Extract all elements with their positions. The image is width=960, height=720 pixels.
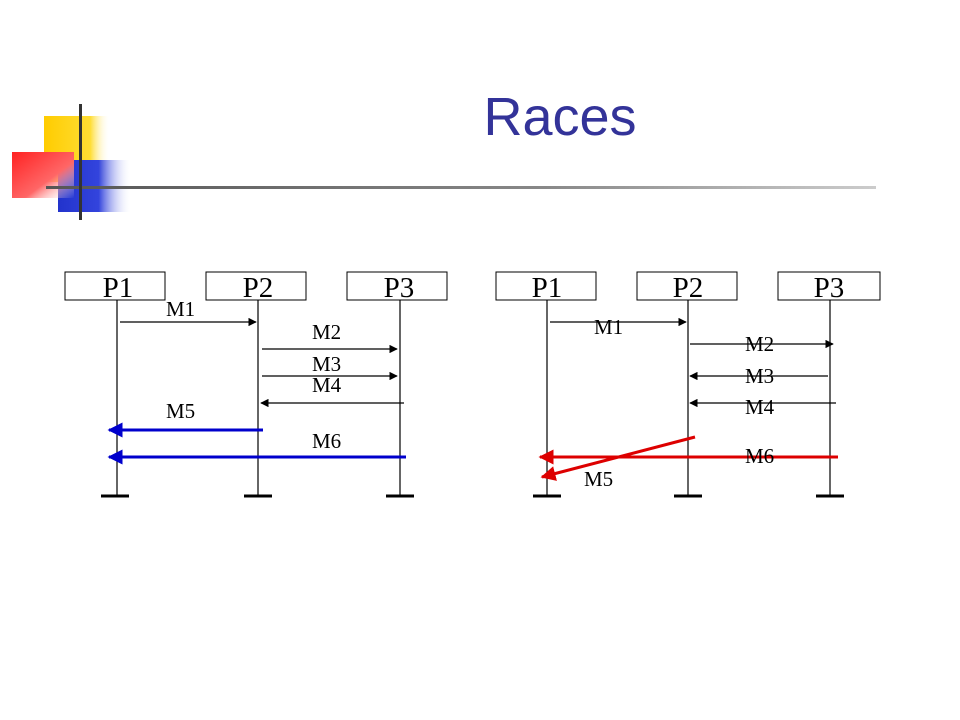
left-process-p3-label: P3 (384, 272, 415, 304)
left-diagram: P1 P2 P3 M1 M2 M3 M4 M5 M6 (64, 271, 448, 498)
right-message-m4-label: M4 (745, 395, 775, 419)
left-message-m1-label: M1 (166, 297, 195, 321)
corner-decoration (12, 104, 876, 220)
left-message-m3-label: M3 (312, 352, 341, 376)
right-process-p3: P3 (777, 271, 881, 304)
red-square (12, 152, 74, 198)
slide-title: Races (483, 87, 637, 147)
right-process-p2-label: P2 (673, 272, 704, 304)
left-message-m4-label: M4 (312, 373, 342, 397)
horizontal-rule (46, 186, 876, 189)
left-process-p3: P3 (346, 271, 448, 304)
left-process-p1: P1 (64, 271, 166, 304)
right-message-m6-label: M6 (745, 444, 774, 468)
vertical-rule (79, 104, 82, 220)
right-message-m5-arrow (540, 435, 696, 481)
right-process-p3-label: P3 (814, 272, 845, 304)
right-message-m5-label: M5 (584, 467, 613, 491)
left-message-m2-label: M2 (312, 320, 341, 344)
right-diagram: P1 P2 P3 M1 M2 M3 M4 M6 M5 (495, 271, 881, 498)
right-message-m3-label: M3 (745, 364, 774, 388)
right-process-p1: P1 (495, 271, 597, 304)
left-process-p2-label: P2 (243, 272, 274, 304)
left-process-p1-label: P1 (103, 272, 134, 304)
right-process-p1-label: P1 (532, 272, 563, 304)
left-message-m5-label: M5 (166, 399, 195, 423)
right-process-p2: P2 (636, 271, 738, 304)
left-process-p2: P2 (205, 271, 307, 304)
left-message-m6-label: M6 (312, 429, 341, 453)
right-message-m1-label: M1 (594, 315, 623, 339)
right-message-m2-label: M2 (745, 332, 774, 356)
